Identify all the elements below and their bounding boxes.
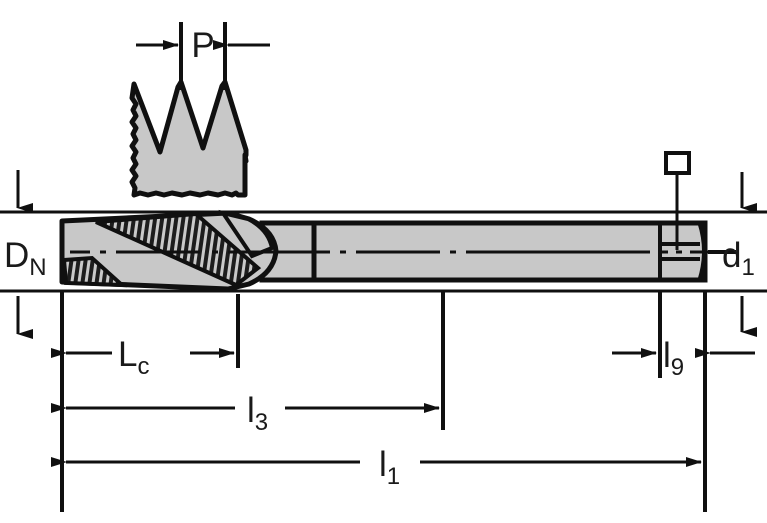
square-drive-flat-lines: [660, 242, 705, 261]
thread-profile-shape: [129, 79, 249, 198]
square-length-label: l9: [663, 336, 684, 381]
tap-flute-hatching: [61, 209, 275, 288]
chamfer-length-label: Lc: [118, 335, 149, 380]
shank-diameter-dimension-group: [708, 172, 757, 337]
extension-lines-group: [60, 291, 707, 512]
square-drive-symbol-group: [664, 151, 691, 250]
nominal-diameter-label: DN: [4, 236, 47, 281]
square-drive-symbol: [664, 151, 691, 175]
shank-diameter-label: d1: [722, 236, 755, 281]
thread-profile-detail-group: [129, 22, 270, 198]
pitch-label: P: [191, 26, 214, 65]
thread-length-label: l3: [247, 391, 268, 436]
tap-body-group: [59, 209, 712, 292]
overall-length-label: l1: [379, 445, 400, 490]
